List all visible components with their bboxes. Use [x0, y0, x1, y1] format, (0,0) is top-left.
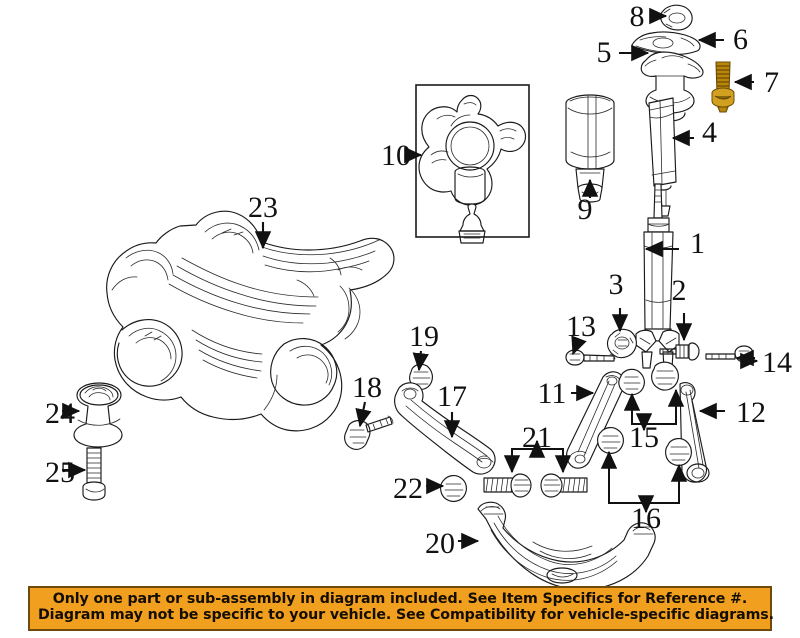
callout-number-2: 2 — [672, 274, 687, 307]
part-link-nuts-pair — [618, 361, 679, 396]
callout-number-13: 13 — [566, 310, 596, 343]
disclaimer-banner: Only one part or sub-assembly in diagram… — [28, 586, 774, 631]
callout-number-24: 24 — [45, 397, 75, 430]
callout-number-19: 19 — [409, 320, 439, 353]
part-mount-bolt-highlighted — [711, 61, 735, 113]
part-shock-lower-bolt — [659, 342, 700, 361]
callout-number-14: 14 — [762, 346, 792, 379]
callout-number-10: 10 — [381, 139, 411, 172]
part-stabilizer-bushings-pair — [483, 473, 588, 498]
part-lateral-link-rod — [679, 382, 710, 483]
callout-number-5: 5 — [597, 36, 612, 69]
part-trailing-arm-link — [566, 371, 625, 469]
part-lower-link-nuts-pair — [597, 426, 692, 466]
callout-number-16: 16 — [631, 502, 661, 535]
callout-number-3: 3 — [609, 268, 624, 301]
part-link-bolt-14 — [705, 345, 754, 363]
part-dust-shield-boot — [648, 97, 677, 217]
disclaimer-line-1: Only one part or sub-assembly in diagram… — [52, 591, 748, 607]
part-toe-link-bolt — [344, 415, 394, 450]
part-mount-retainer-plate — [631, 31, 701, 55]
disclaimer-line-2: Diagram may not be specific to your vehi… — [38, 606, 774, 623]
callout-number-25: 25 — [45, 456, 75, 489]
part-control-arm-nut — [440, 474, 467, 502]
callout-number-9: 9 — [578, 193, 593, 226]
callout-number-1: 1 — [690, 227, 705, 260]
callout-leaders — [62, 7, 759, 550]
part-shock-upper-nut — [606, 328, 637, 359]
part-rear-crossmember-subframe — [106, 210, 395, 432]
part-mount-nut — [660, 4, 693, 31]
callout-number-6: 6 — [733, 23, 748, 56]
callout-number-15: 15 — [629, 421, 659, 454]
part-steering-knuckle-boxed — [415, 84, 530, 244]
callout-number-23: 23 — [248, 191, 278, 224]
part-lower-control-arm — [477, 501, 656, 591]
callout-number-17: 17 — [437, 380, 467, 413]
part-subframe-bushing — [73, 382, 123, 448]
callout-number-4: 4 — [702, 116, 717, 149]
callout-numbers: 1 2 3 4 5 6 7 8 9 10 11 12 13 14 15 16 1… — [45, 0, 792, 560]
part-subframe-bolt — [82, 447, 106, 501]
callout-number-11: 11 — [538, 377, 567, 410]
callout-number-8: 8 — [630, 0, 645, 33]
callout-number-12: 12 — [736, 396, 766, 429]
callout-number-7: 7 — [764, 66, 779, 99]
callout-number-18: 18 — [352, 371, 382, 404]
callout-number-22: 22 — [393, 472, 423, 505]
callout-number-21: 21 — [522, 421, 552, 454]
callout-number-20: 20 — [425, 527, 455, 560]
